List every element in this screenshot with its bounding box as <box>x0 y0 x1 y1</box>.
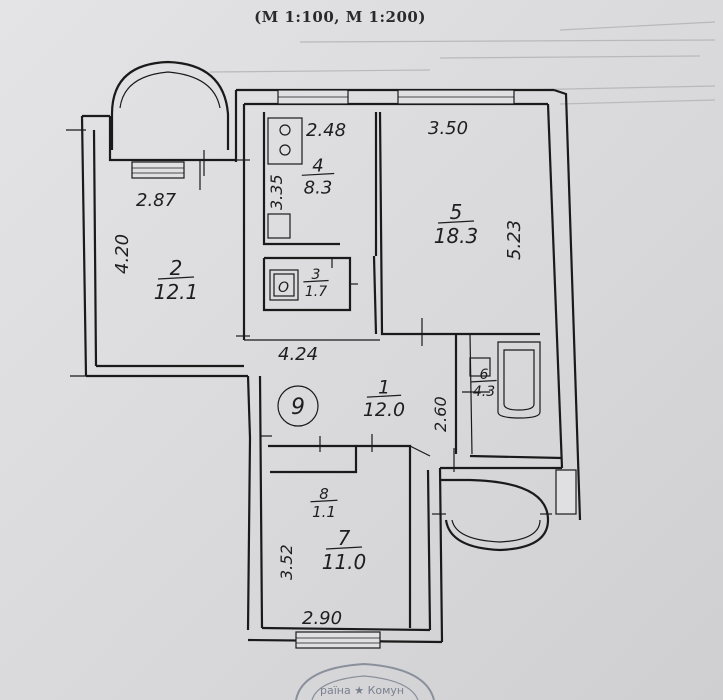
toilet-fixture <box>269 269 299 301</box>
room-9-marker <box>277 385 319 427</box>
fraction-line <box>325 546 363 550</box>
room-area: 1.1 <box>312 503 336 521</box>
balcony-bottom-right <box>432 478 552 552</box>
official-stamp: раїна ★ Комун <box>295 662 435 700</box>
fraction-line <box>366 394 402 398</box>
room-number: 7 <box>338 526 351 550</box>
room-3-label: 31.7 <box>303 267 329 300</box>
stove-fixture <box>267 117 303 165</box>
dim-room7-length: 3.52 <box>277 544 296 580</box>
stamp-text: раїна ★ Комун <box>320 684 404 697</box>
dim-room2-width: 2.87 <box>136 190 177 211</box>
fraction-line <box>437 220 475 224</box>
fraction-line <box>310 499 338 503</box>
dim-corridor-depth: 2.60 <box>431 396 450 432</box>
room-area: 4.3 <box>473 384 495 400</box>
dim-room4-depth: 3.35 <box>267 174 286 210</box>
fraction-line <box>157 276 195 280</box>
balcony-top-left <box>108 60 236 162</box>
room-number: 5 <box>450 200 463 224</box>
interior-walls <box>66 111 540 628</box>
room-number: 3 <box>312 267 321 283</box>
fraction-line <box>303 279 329 283</box>
windows <box>131 89 577 649</box>
sink-fixture <box>267 213 291 239</box>
room-area: 12.1 <box>154 280 199 304</box>
room-1-label: 112.0 <box>363 376 405 421</box>
fraction-line <box>301 172 335 176</box>
dim-corridor-width: 4.24 <box>278 344 318 365</box>
room-area: 18.3 <box>434 224 479 248</box>
room-number: 9 <box>291 395 305 420</box>
dim-room5-width: 3.50 <box>428 118 468 139</box>
room-number: 2 <box>170 256 183 280</box>
dim-room2-length: 4.20 <box>112 234 133 274</box>
fraction-line <box>471 379 497 383</box>
room-2-label: 212.1 <box>154 256 199 304</box>
room-number: 6 <box>480 367 489 383</box>
bathtub-fixture <box>469 341 541 419</box>
dim-room5-length: 5.23 <box>504 220 525 260</box>
room-4-label: 48.3 <box>301 156 335 198</box>
room-area: 1.7 <box>305 284 327 300</box>
room-area: 12.0 <box>363 399 405 421</box>
dim-room7-width: 2.90 <box>302 608 342 629</box>
dim-room4-width: 2.48 <box>306 120 346 141</box>
room-area: 11.0 <box>322 550 367 574</box>
room-8-label: 81.1 <box>310 485 338 521</box>
room-number: 8 <box>319 485 329 503</box>
room-number: 1 <box>378 376 390 398</box>
room-5-label: 518.3 <box>434 200 479 248</box>
toilet-letter: О <box>278 280 289 296</box>
room-number: 4 <box>312 156 323 177</box>
room-7-label: 711.0 <box>322 526 367 574</box>
room-9-label: 9 <box>291 395 305 420</box>
scale-caption: (M 1:100, M 1:200) <box>254 8 426 26</box>
room-6-label: 64.3 <box>471 367 497 400</box>
room-area: 8.3 <box>304 177 333 198</box>
